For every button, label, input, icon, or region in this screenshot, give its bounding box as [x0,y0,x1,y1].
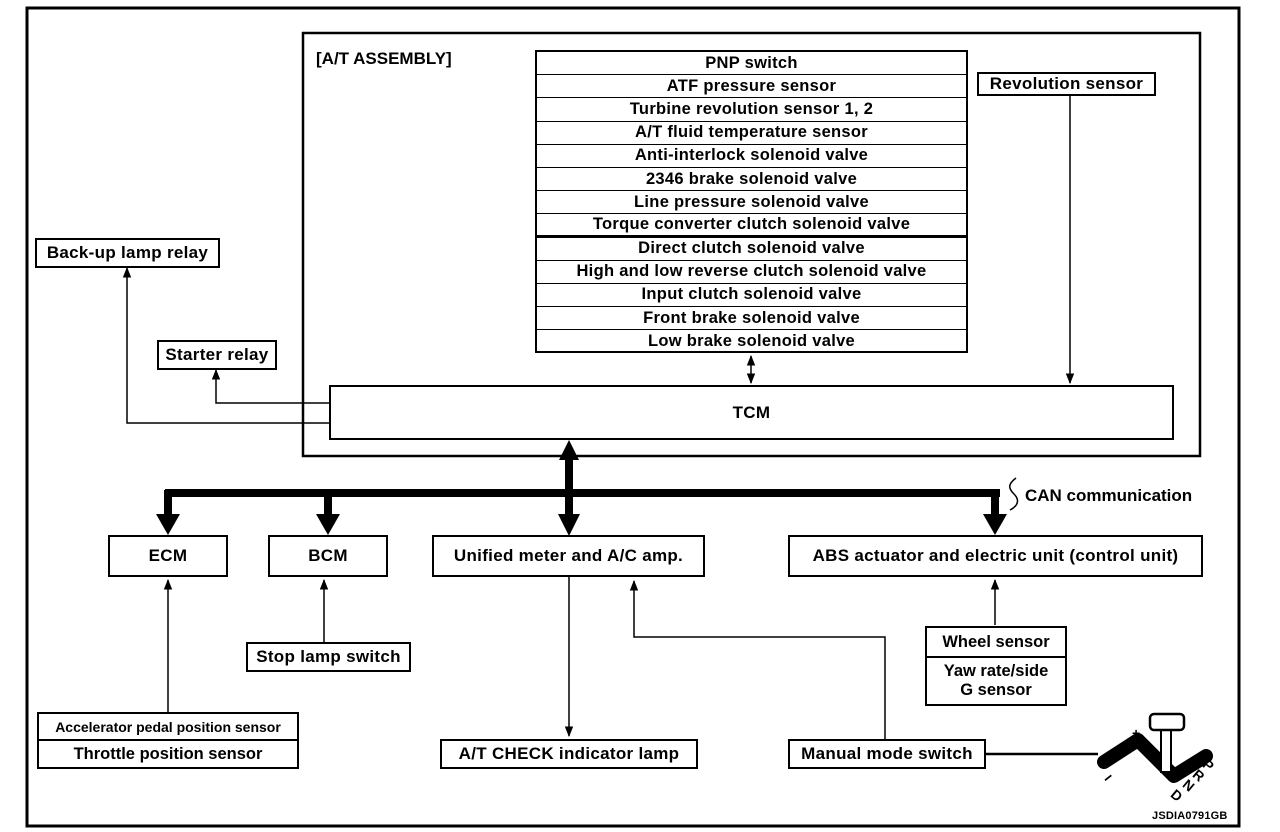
can-bracket [1009,477,1019,511]
at-component-item: Input clutch solenoid valve [537,284,966,308]
ecm-box: ECM [108,535,228,577]
can-ecm-arrow [156,514,180,535]
abs-box: ABS actuator and electric unit (control … [788,535,1203,577]
at-component-item: Low brake solenoid valve [647,332,856,351]
yaw-sensor-line2: G sensor [960,681,1032,699]
at-component-item: Turbine revolution sensor 1, 2 [537,98,966,122]
manual-mode-switch-box: Manual mode switch [788,739,986,769]
shifter-illustration: − + P R N D [1097,712,1217,805]
tcm-can-arrow-down [558,514,580,536]
shift-lever [1160,727,1172,773]
at-component-item: Direct clutch solenoid valve [537,238,966,261]
accelerator-sensor-item: Accelerator pedal position sensor [39,714,297,741]
can-communication-label: CAN communication [1025,486,1193,505]
tcm-box: TCM [329,385,1174,440]
at-component-item: Line pressure solenoid valve [537,191,966,215]
at-component-item: Front brake solenoid valve [537,307,966,331]
at-component-item: High and low reverse clutch solenoid val… [537,261,966,284]
at-component-item: PNP switch [537,52,966,76]
throttle-sensor-item: Throttle position sensor [73,744,263,763]
shift-minus: − [1100,769,1118,788]
outer-frame [25,6,1241,828]
at-component-item: 2346 brake solenoid valve [537,168,966,192]
yaw-sensor-item: Yaw rate/side G sensor [927,658,1065,704]
manual-meter-line [629,579,886,740]
backup-lamp-line [122,266,329,424]
at-check-lamp-box: A/T CHECK indicator lamp [440,739,698,769]
revolution-sensor-box: Revolution sensor [977,72,1156,96]
can-abs-arrow [983,514,1007,535]
at-component-item: Anti-interlock solenoid valve [537,145,966,168]
wheel-sensor-item: Wheel sensor [927,628,1065,658]
shift-knob [1148,712,1186,732]
at-component-item: ATF pressure sensor [537,75,966,99]
shift-plus: + [1132,725,1140,741]
backup-lamp-relay-box: Back-up lamp relay [35,238,220,268]
stop-lamp-switch-box: Stop lamp switch [246,642,411,672]
unified-meter-box: Unified meter and A/C amp. [432,535,705,577]
starter-relay-line [211,368,329,404]
figure-code: JSDIA0791GB [1152,810,1228,822]
starter-relay-box: Starter relay [157,340,277,370]
at-component-item: A/T fluid temperature sensor [537,122,966,145]
at-assembly-title: [A/T ASSEMBLY] [316,49,452,68]
tcm-can-arrow-up [559,440,579,460]
wheel-yaw-stack: Wheel sensor Yaw rate/side G sensor [925,626,1067,706]
shift-gate [1097,733,1213,783]
at-assembly-frame [301,31,1202,458]
bcm-box: BCM [268,535,388,577]
yaw-sensor-line1: Yaw rate/side [943,662,1049,680]
accelerator-throttle-stack: Accelerator pedal position sensor Thrott… [37,712,299,769]
at-component-item: Torque converter clutch solenoid valve [537,214,966,238]
can-bcm-arrow [316,514,340,535]
